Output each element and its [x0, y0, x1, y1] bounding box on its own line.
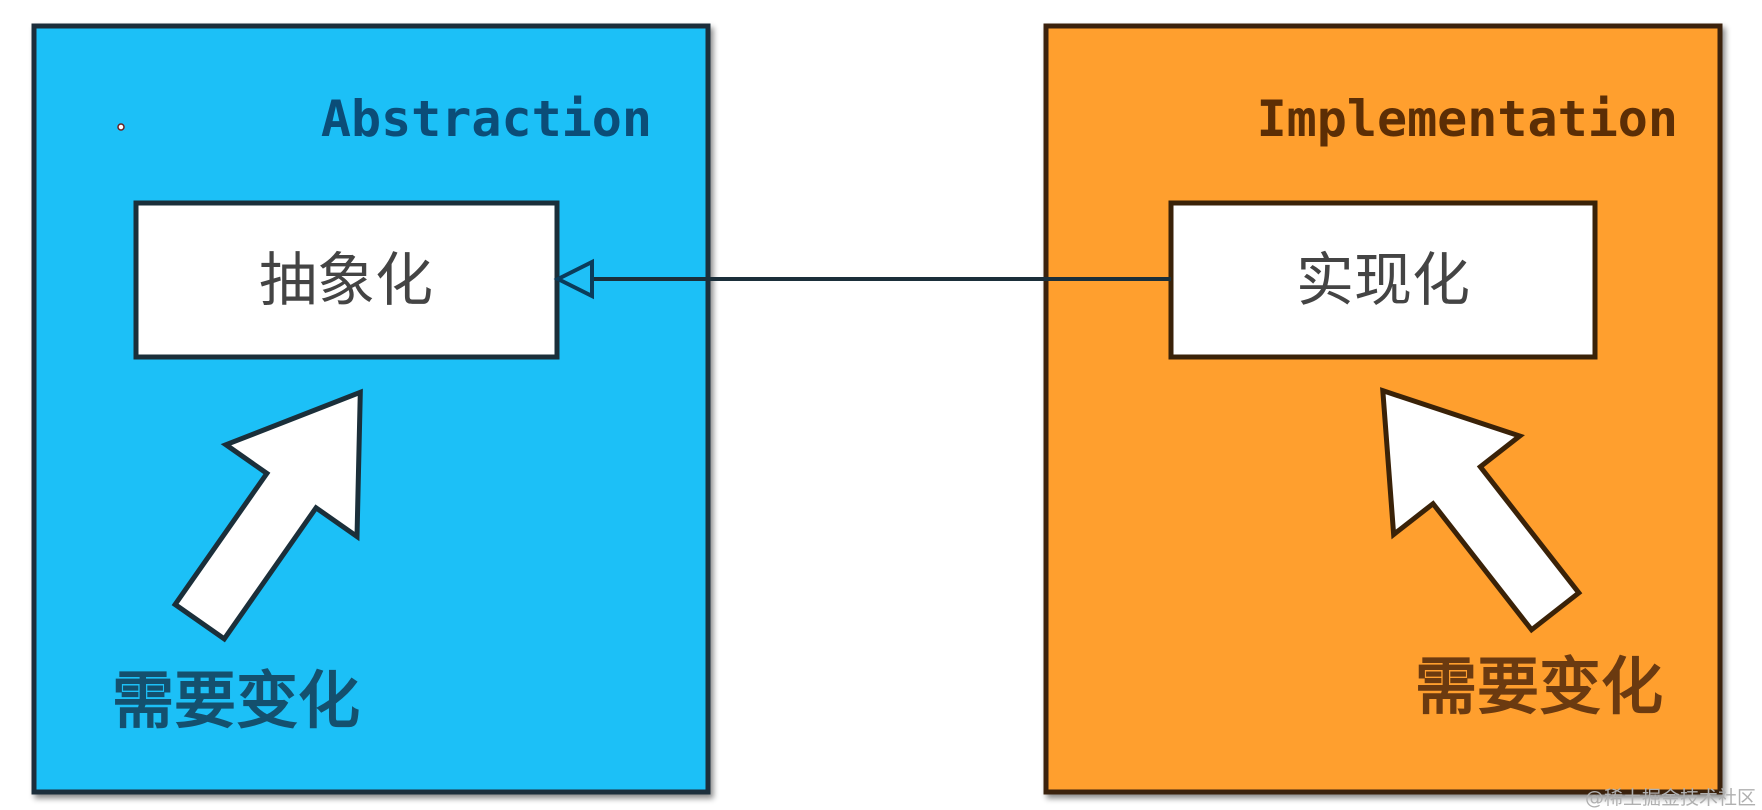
abstraction-panel: Abstraction 抽象化 需要变化 [31, 23, 711, 795]
hollow-triangle-arrowhead-icon [553, 258, 594, 300]
implementation-title: Implementation [1257, 90, 1678, 148]
abstraction-change-label: 需要变化 [112, 664, 360, 737]
abstraction-box [133, 200, 560, 360]
abstraction-panel-background [31, 23, 711, 795]
dot-marker [117, 123, 125, 131]
watermark: @稀土掘金技术社区 [1585, 787, 1756, 809]
implementation-panel: Implementation 实现化 需要变化 [1043, 23, 1723, 795]
implementation-change-label: 需要变化 [1415, 650, 1663, 723]
implementation-box-label: 实现化 [1296, 246, 1470, 314]
abstraction-change-arrow-icon [171, 388, 363, 643]
abstraction-title: Abstraction [321, 90, 652, 148]
abstraction-box-label: 抽象化 [259, 246, 433, 314]
realization-connector [553, 258, 1171, 300]
implementation-change-arrow-icon [1380, 387, 1583, 634]
